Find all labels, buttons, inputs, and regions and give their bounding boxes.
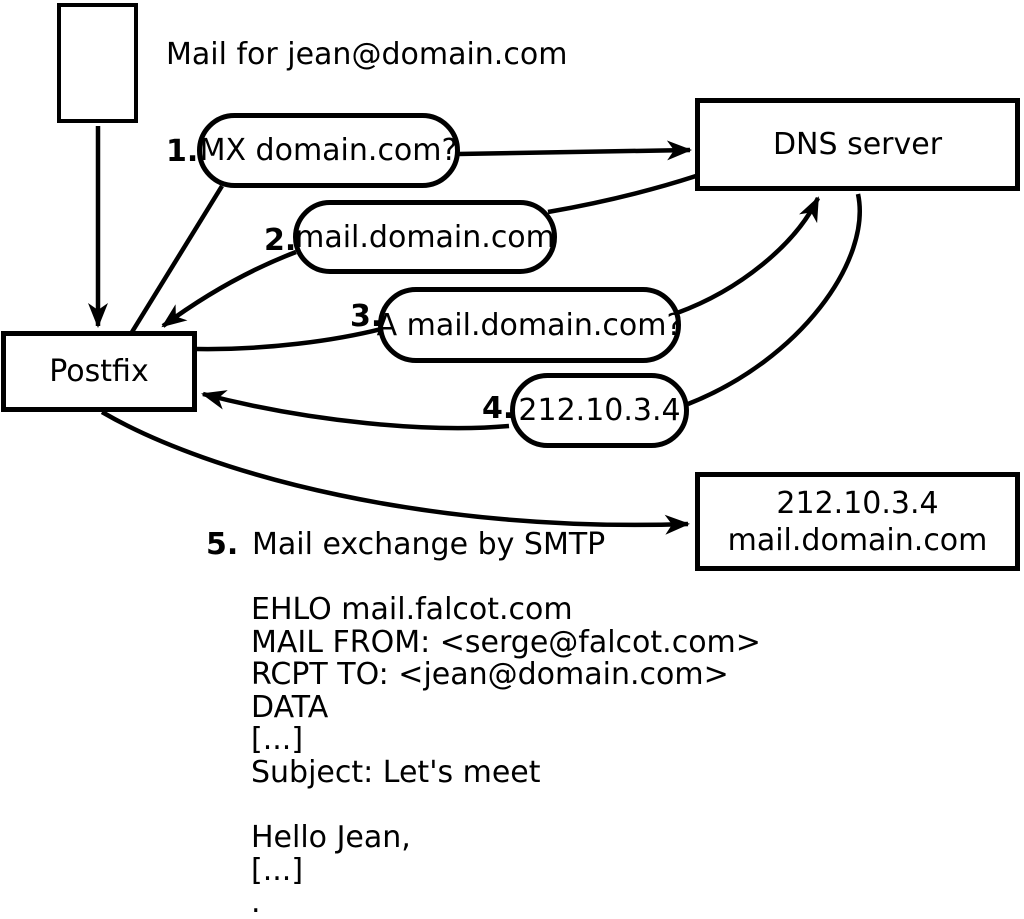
line-dns-to-response4	[687, 193, 862, 407]
line-postfix-to-query1	[130, 184, 224, 334]
response-a-record-label: 212.10.3.4	[518, 393, 681, 428]
line-dns-to-response2	[547, 173, 697, 215]
mail-host-name: mail.domain.com	[727, 522, 988, 558]
step-number-1: 1.	[166, 134, 199, 169]
mail-host-ip: 212.10.3.4	[776, 485, 939, 521]
mail-host-node: 212.10.3.4 mail.domain.com	[695, 472, 1020, 571]
query-a-record-pill: A mail.domain.com?	[376, 287, 683, 363]
step-number-5: 5.	[206, 527, 239, 562]
query-mx-label: MX domain.com?	[199, 133, 458, 168]
arrow-query1-to-dns	[457, 140, 692, 161]
dns-server-node: DNS server	[695, 98, 1020, 191]
smtp-session-transcript: EHLO mail.falcot.com MAIL FROM: <serge@f…	[251, 592, 761, 919]
arrow-response4-to-postfix	[201, 390, 510, 431]
line-postfix-to-query3	[196, 325, 386, 352]
mail-message-node	[57, 3, 138, 123]
query-mx-pill: MX domain.com?	[197, 113, 460, 188]
arrow-postfix-to-mailhost	[100, 410, 690, 535]
step-number-3: 3.	[350, 299, 383, 334]
postfix-node: Postfix	[1, 331, 197, 412]
step-number-4: 4.	[482, 391, 515, 426]
response-mx-pill: mail.domain.com	[293, 200, 557, 274]
response-a-record-pill: 212.10.3.4	[510, 373, 689, 448]
dns-server-label: DNS server	[772, 127, 943, 162]
query-a-record-label: A mail.domain.com?	[376, 307, 683, 343]
postfix-label: Postfix	[49, 354, 149, 389]
diagram-title: Mail for jean@domain.com	[166, 37, 568, 72]
arrow-query3-to-dns	[676, 196, 821, 316]
step-number-2: 2.	[264, 223, 297, 258]
response-mx-label: mail.domain.com	[295, 219, 555, 255]
arrow-response2-to-postfix	[161, 249, 297, 328]
step-5-label: Mail exchange by SMTP	[252, 527, 606, 562]
